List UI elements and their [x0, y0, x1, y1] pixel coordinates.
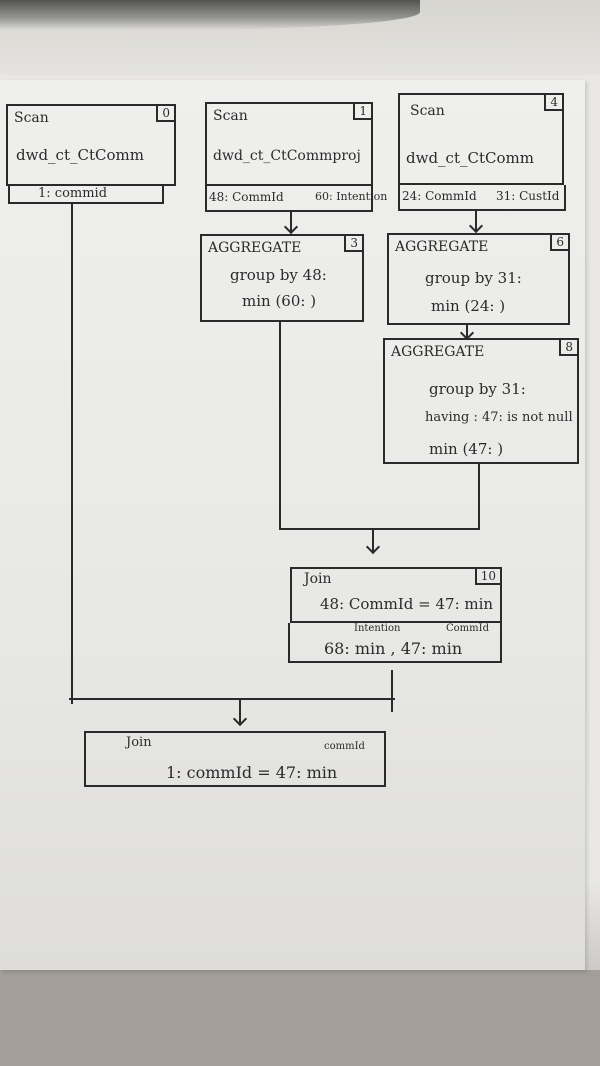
- scan-node-0-outputs: 1: commid: [8, 186, 164, 204]
- join-node-10-outputs: Intention CommId 68: min , 47: min: [288, 623, 502, 663]
- join-node-10: Join 10 48: CommId = 47: min: [290, 567, 502, 623]
- node-line-1: group by 31:: [429, 380, 526, 398]
- node-output-left: 24: CommId: [402, 189, 477, 203]
- node-outputs: 68: min , 47: min: [324, 639, 463, 658]
- node-line-3: min (47: ): [429, 440, 504, 458]
- node-output-left: 48: CommId: [209, 190, 284, 204]
- node-table: dwd_ct_CtCommproj: [213, 148, 361, 164]
- node-id: 10: [474, 569, 500, 585]
- edge-10-down: [391, 670, 393, 712]
- node-id: 6: [550, 235, 568, 251]
- node-op: Join: [304, 571, 332, 587]
- node-outputs: 1: commid: [38, 186, 108, 201]
- edge-4-to-6: [475, 211, 477, 231]
- scan-node-1: Scan 1 dwd_ct_CtCommproj: [205, 102, 373, 186]
- output-label-left: Intention: [354, 623, 401, 634]
- edge-0-down: [71, 204, 73, 704]
- edge-1-to-3: [290, 212, 292, 232]
- node-op: AGGREGATE: [208, 240, 302, 256]
- node-id: 4: [544, 95, 562, 111]
- node-op: Join: [126, 735, 152, 750]
- paper-sheet: [0, 80, 585, 970]
- node-op: Scan: [213, 108, 248, 124]
- node-id: 8: [559, 340, 577, 356]
- aggregate-node-3: AGGREGATE 3 group by 48: min (60: ): [200, 234, 364, 322]
- edge-merge-horizontal: [279, 528, 480, 530]
- node-op: AGGREGATE: [395, 239, 489, 255]
- edge-3-down: [279, 322, 281, 530]
- node-output-right: 31: CustId: [496, 189, 560, 203]
- node-table: dwd_ct_CtComm: [406, 149, 534, 167]
- aggregate-node-8: AGGREGATE 8 group by 31: having : 47: is…: [383, 338, 579, 464]
- node-op: AGGREGATE: [391, 344, 485, 360]
- node-id: 1: [353, 104, 371, 120]
- node-table: dwd_ct_CtComm: [16, 146, 144, 164]
- node-op: Scan: [410, 103, 445, 119]
- node-line-2: min (24: ): [431, 297, 506, 315]
- edge-6-to-8: [466, 325, 468, 337]
- node-line-1: group by 48:: [230, 266, 327, 284]
- node-line-2: having : 47: is not null: [425, 410, 573, 425]
- scan-node-4: Scan 4 dwd_ct_CtComm: [398, 93, 564, 185]
- edge-to-join-10: [372, 530, 374, 552]
- edge-8-down: [478, 464, 480, 530]
- node-line-2: min (60: ): [242, 292, 317, 310]
- node-condition: 1: commId = 47: min: [166, 763, 338, 782]
- node-line-1: group by 31:: [425, 269, 522, 287]
- aggregate-node-6: AGGREGATE 6 group by 31: min (24: ): [387, 233, 570, 325]
- join-node-final: Join commId 1: commId = 47: min: [84, 731, 386, 787]
- node-id: 0: [156, 106, 174, 122]
- node-annotation: commId: [324, 741, 365, 752]
- node-op: Scan: [14, 110, 49, 126]
- edge-final-merge: [69, 698, 395, 700]
- edge-to-final-join: [239, 700, 241, 724]
- scan-node-0: Scan 0 dwd_ct_CtComm: [6, 104, 176, 186]
- node-output-right: 60: Intention: [315, 190, 388, 203]
- node-id: 3: [344, 236, 362, 252]
- table-surface: [0, 970, 600, 1066]
- node-condition: 48: CommId = 47: min: [320, 595, 494, 613]
- scan-node-4-outputs: 24: CommId 31: CustId: [398, 185, 566, 211]
- scan-node-1-outputs: 48: CommId 60: Intention: [205, 186, 387, 212]
- output-label-right: CommId: [446, 623, 489, 634]
